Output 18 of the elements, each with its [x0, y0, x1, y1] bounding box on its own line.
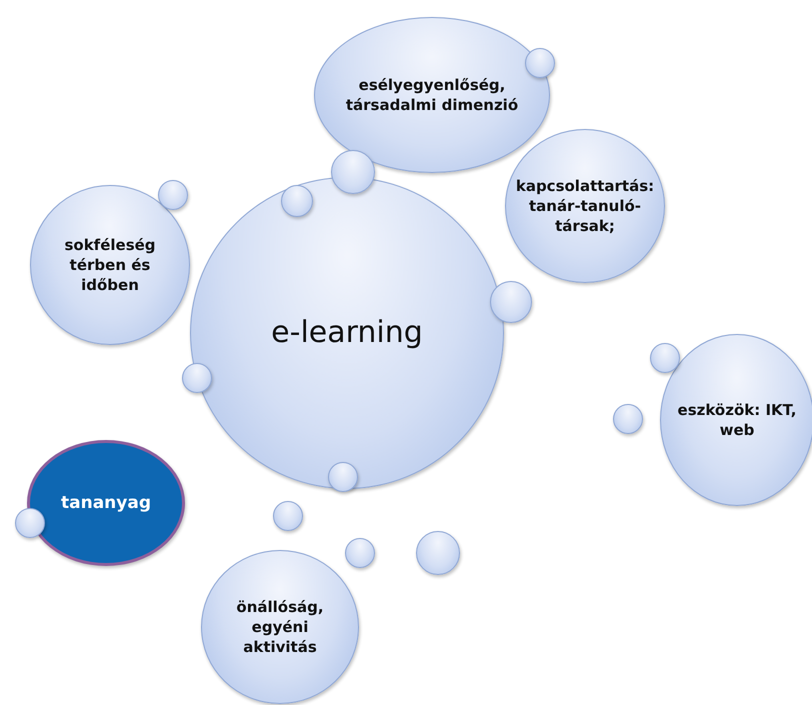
bubble-label: eszközök: IKT, web: [676, 400, 798, 440]
bubble-label: önállóság, egyéni aktivitás: [235, 596, 325, 658]
small-bubble: [345, 538, 375, 568]
small-bubble: [416, 531, 460, 575]
small-bubble: [490, 281, 532, 323]
small-bubble: [281, 185, 313, 217]
bubble-label: e-learning: [270, 314, 424, 352]
small-bubble: [158, 180, 188, 210]
small-bubble: [15, 508, 45, 538]
bubble-label: esélyegyenlőség, társadalmi dimenzió: [344, 74, 520, 116]
small-bubble: [273, 501, 303, 531]
bubble-label: sokféleség térben és időben: [63, 234, 157, 296]
small-bubble: [525, 48, 555, 78]
small-bubble: [182, 363, 212, 393]
bubble-label: kapcsolattartás: tanár-tanuló-társak;: [514, 176, 656, 236]
small-bubble: [613, 404, 643, 434]
small-bubble: [650, 343, 680, 373]
bubble-label: tananyag: [60, 492, 152, 514]
